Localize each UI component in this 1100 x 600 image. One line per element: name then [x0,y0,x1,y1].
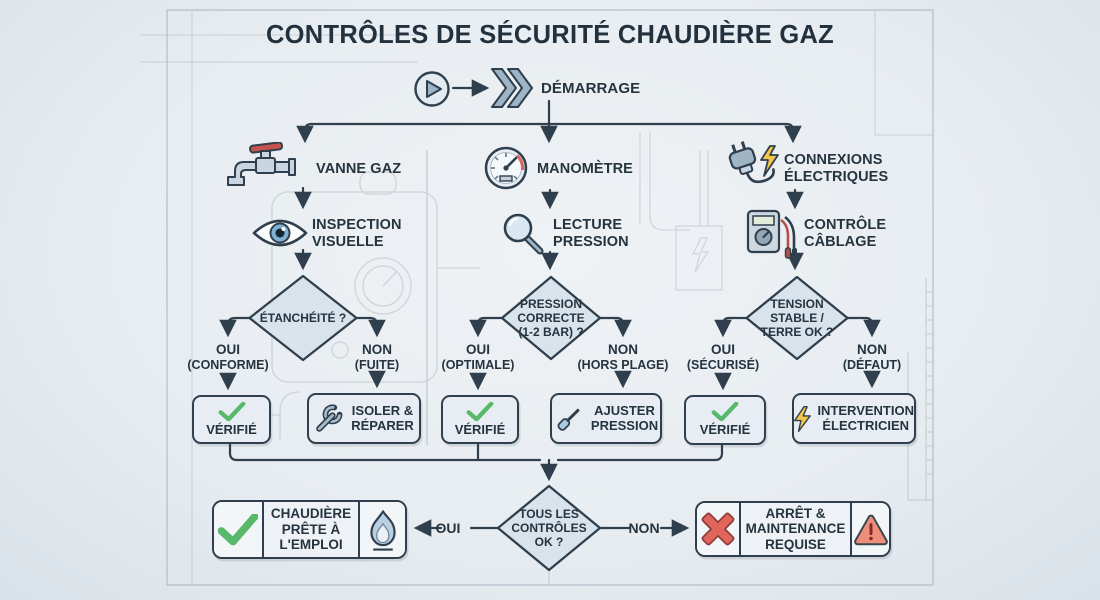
big-check-icon [214,502,262,557]
big-x-icon [697,503,739,555]
final-no-label: NON [628,520,660,536]
magnifier-icon [503,213,544,255]
fast-forward-icon [491,68,533,108]
decision-text-final: TOUS LES CONTRÔLES OK ? [511,507,587,550]
branch-yes-label: OUI (OPTIMALE) [441,342,515,373]
step-label-connexions-electriques: CONNEXIONS ÉLECTRIQUES [784,152,889,185]
step-label-manometre: MANOMÈTRE [537,161,633,177]
decision-text-tension: TENSION STABLE / TERRE OK ? [760,297,834,340]
multimeter-icon [746,209,797,259]
result-box-isoler-reparer: ISOLER & RÉPARER [307,393,421,444]
eye-icon [252,219,308,247]
step-label-lecture-pression: LECTURE PRESSION [553,217,629,250]
branch-yes-label: OUI (CONFORME) [187,342,269,373]
result-box-verifie-3: VÉRIFIÉ [684,395,766,445]
failure-text: ARRÊT & MAINTENANCE REQUISE [738,503,851,555]
branch-no-label: NON (FUITE) [354,342,400,373]
final-yes-label: OUI [435,520,461,536]
screwdriver-icon [557,408,580,431]
faucet-icon [227,142,296,186]
decision-text-pression: PRESSION CORRECTE (1-2 BAR) ? [517,297,585,340]
page-title: CONTRÔLES DE SÉCURITÉ CHAUDIÈRE GAZ [265,19,835,49]
result-box-verifie-1: VÉRIFIÉ [192,395,271,444]
check-icon [466,401,494,421]
check-icon [711,402,739,422]
step-label-vanne-gaz: VANNE GAZ [316,161,402,177]
flame-icon [358,502,405,557]
success-text: CHAUDIÈRE PRÊTE À L'EMPLOI [262,502,358,557]
result-box-intervention-electricien: INTERVENTION ÉLECTRICIEN [792,393,916,444]
decision-diamond-tension [745,275,849,361]
step-label-controle-cablage: CONTRÔLE CÂBLAGE [804,217,887,250]
plug-bolt-icon [728,141,779,184]
lightning-icon [794,405,811,432]
decision-diamond-final [496,484,602,572]
branch-yes-label: OUI (SÉCURISÉ) [686,342,760,373]
success-box: CHAUDIÈRE PRÊTE À L'EMPLOI [212,500,407,559]
decision-diamond-pression [500,275,602,361]
decision-text-etancheite: ÉTANCHÉITÉ ? [259,311,347,325]
blueprint-sketch [140,9,934,586]
play-icon [414,71,450,107]
branch-no-label: NON (DÉFAUT) [842,342,902,373]
failure-box: ARRÊT & MAINTENANCE REQUISE [695,501,891,557]
start-label: DÉMARRAGE [541,80,641,97]
check-icon [218,401,245,421]
result-box-ajuster-pression: AJUSTER PRESSION [550,393,662,444]
decision-diamond-etancheite [248,274,358,362]
step-label-inspection-visuelle: INSPECTION VISUELLE [312,217,402,250]
gauge-icon [484,146,528,190]
result-box-verifie-2: VÉRIFIÉ [441,395,519,444]
branch-no-label: NON (HORS PLAGE) [577,342,669,373]
warning-icon [850,503,889,555]
wrench-icon [316,403,343,432]
